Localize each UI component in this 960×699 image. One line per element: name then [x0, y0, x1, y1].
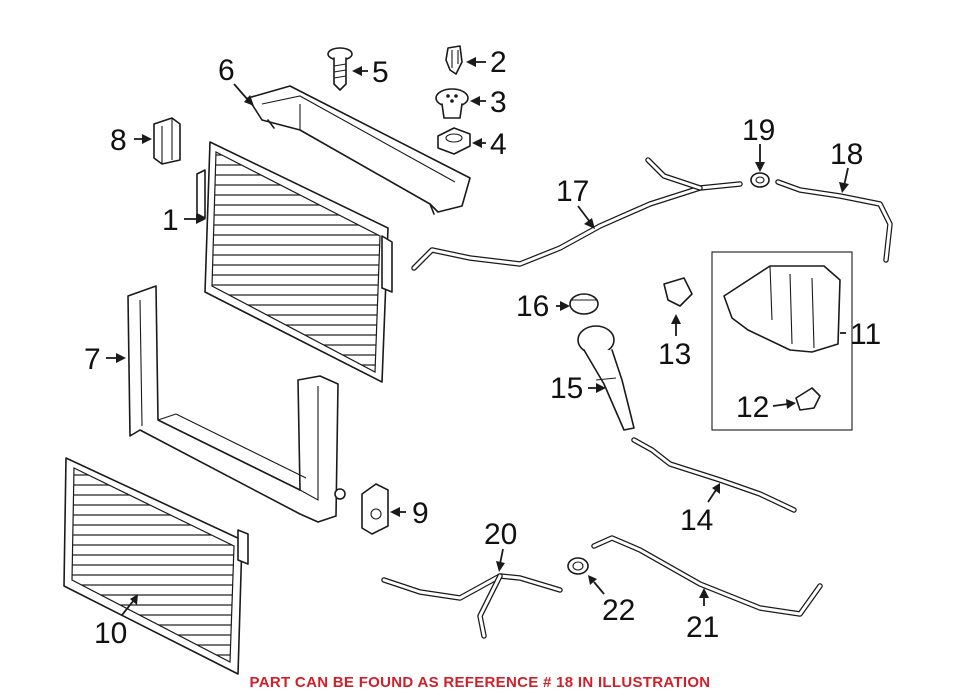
- tank-fitting-part: [795, 387, 821, 411]
- callout-8: 8: [110, 124, 127, 157]
- callout-15: 15: [550, 372, 583, 405]
- callout-3: 3: [490, 86, 507, 119]
- callout-2: 2: [490, 46, 507, 79]
- callout-5: 5: [372, 56, 389, 89]
- callout-17: 17: [556, 175, 589, 208]
- retainer-clip-part: [663, 277, 693, 307]
- callout-19: 19: [742, 114, 775, 147]
- leader-lines: [106, 57, 849, 616]
- callout-10: 10: [94, 617, 127, 650]
- shroud-frame-part: [127, 285, 346, 523]
- callout-20: 20: [484, 518, 517, 551]
- mount-pad-part: [437, 127, 471, 155]
- condenser-part: [63, 457, 249, 675]
- expansion-tank-part: [711, 251, 853, 431]
- upper-bracket-part: [247, 85, 471, 215]
- callout-18: 18: [830, 138, 863, 171]
- overflow-hose-part: [631, 437, 797, 513]
- callout-12: 12: [736, 391, 769, 424]
- radiator-part: [196, 141, 393, 383]
- callout-7: 7: [84, 343, 101, 376]
- callout-13: 13: [658, 338, 691, 371]
- bolt-part: [327, 47, 353, 91]
- filler-neck-part: [577, 325, 635, 431]
- callout-11: 11: [850, 318, 881, 351]
- callout-16: 16: [516, 290, 549, 323]
- small-bracket-part: [361, 483, 389, 535]
- clip-part: [445, 45, 463, 75]
- callout-22: 22: [602, 594, 635, 627]
- callout-21: 21: [686, 611, 719, 644]
- hose-clamp-small-part: [567, 557, 589, 575]
- coolant-hose-part: [591, 535, 823, 617]
- callout-9: 9: [412, 497, 429, 530]
- hose-clamp-part: [750, 172, 770, 188]
- callout-1: 1: [162, 204, 179, 237]
- grommet-part: [435, 88, 469, 119]
- callout-6: 6: [218, 54, 235, 87]
- callout-numbers: 1 2 3 4 5 6 7 8 9 10 11 12 13 14 15 16 1…: [84, 46, 881, 650]
- reservoir-cap-part: [569, 293, 599, 315]
- seal-block-part: [153, 117, 181, 165]
- radiator-hose-part: [775, 179, 893, 263]
- lower-hose-part: [381, 573, 563, 639]
- bleed-hose-part: [411, 157, 743, 271]
- callout-14: 14: [680, 504, 713, 537]
- callout-4: 4: [490, 128, 507, 161]
- reference-caption: PART CAN BE FOUND AS REFERENCE # 18 IN I…: [249, 674, 711, 691]
